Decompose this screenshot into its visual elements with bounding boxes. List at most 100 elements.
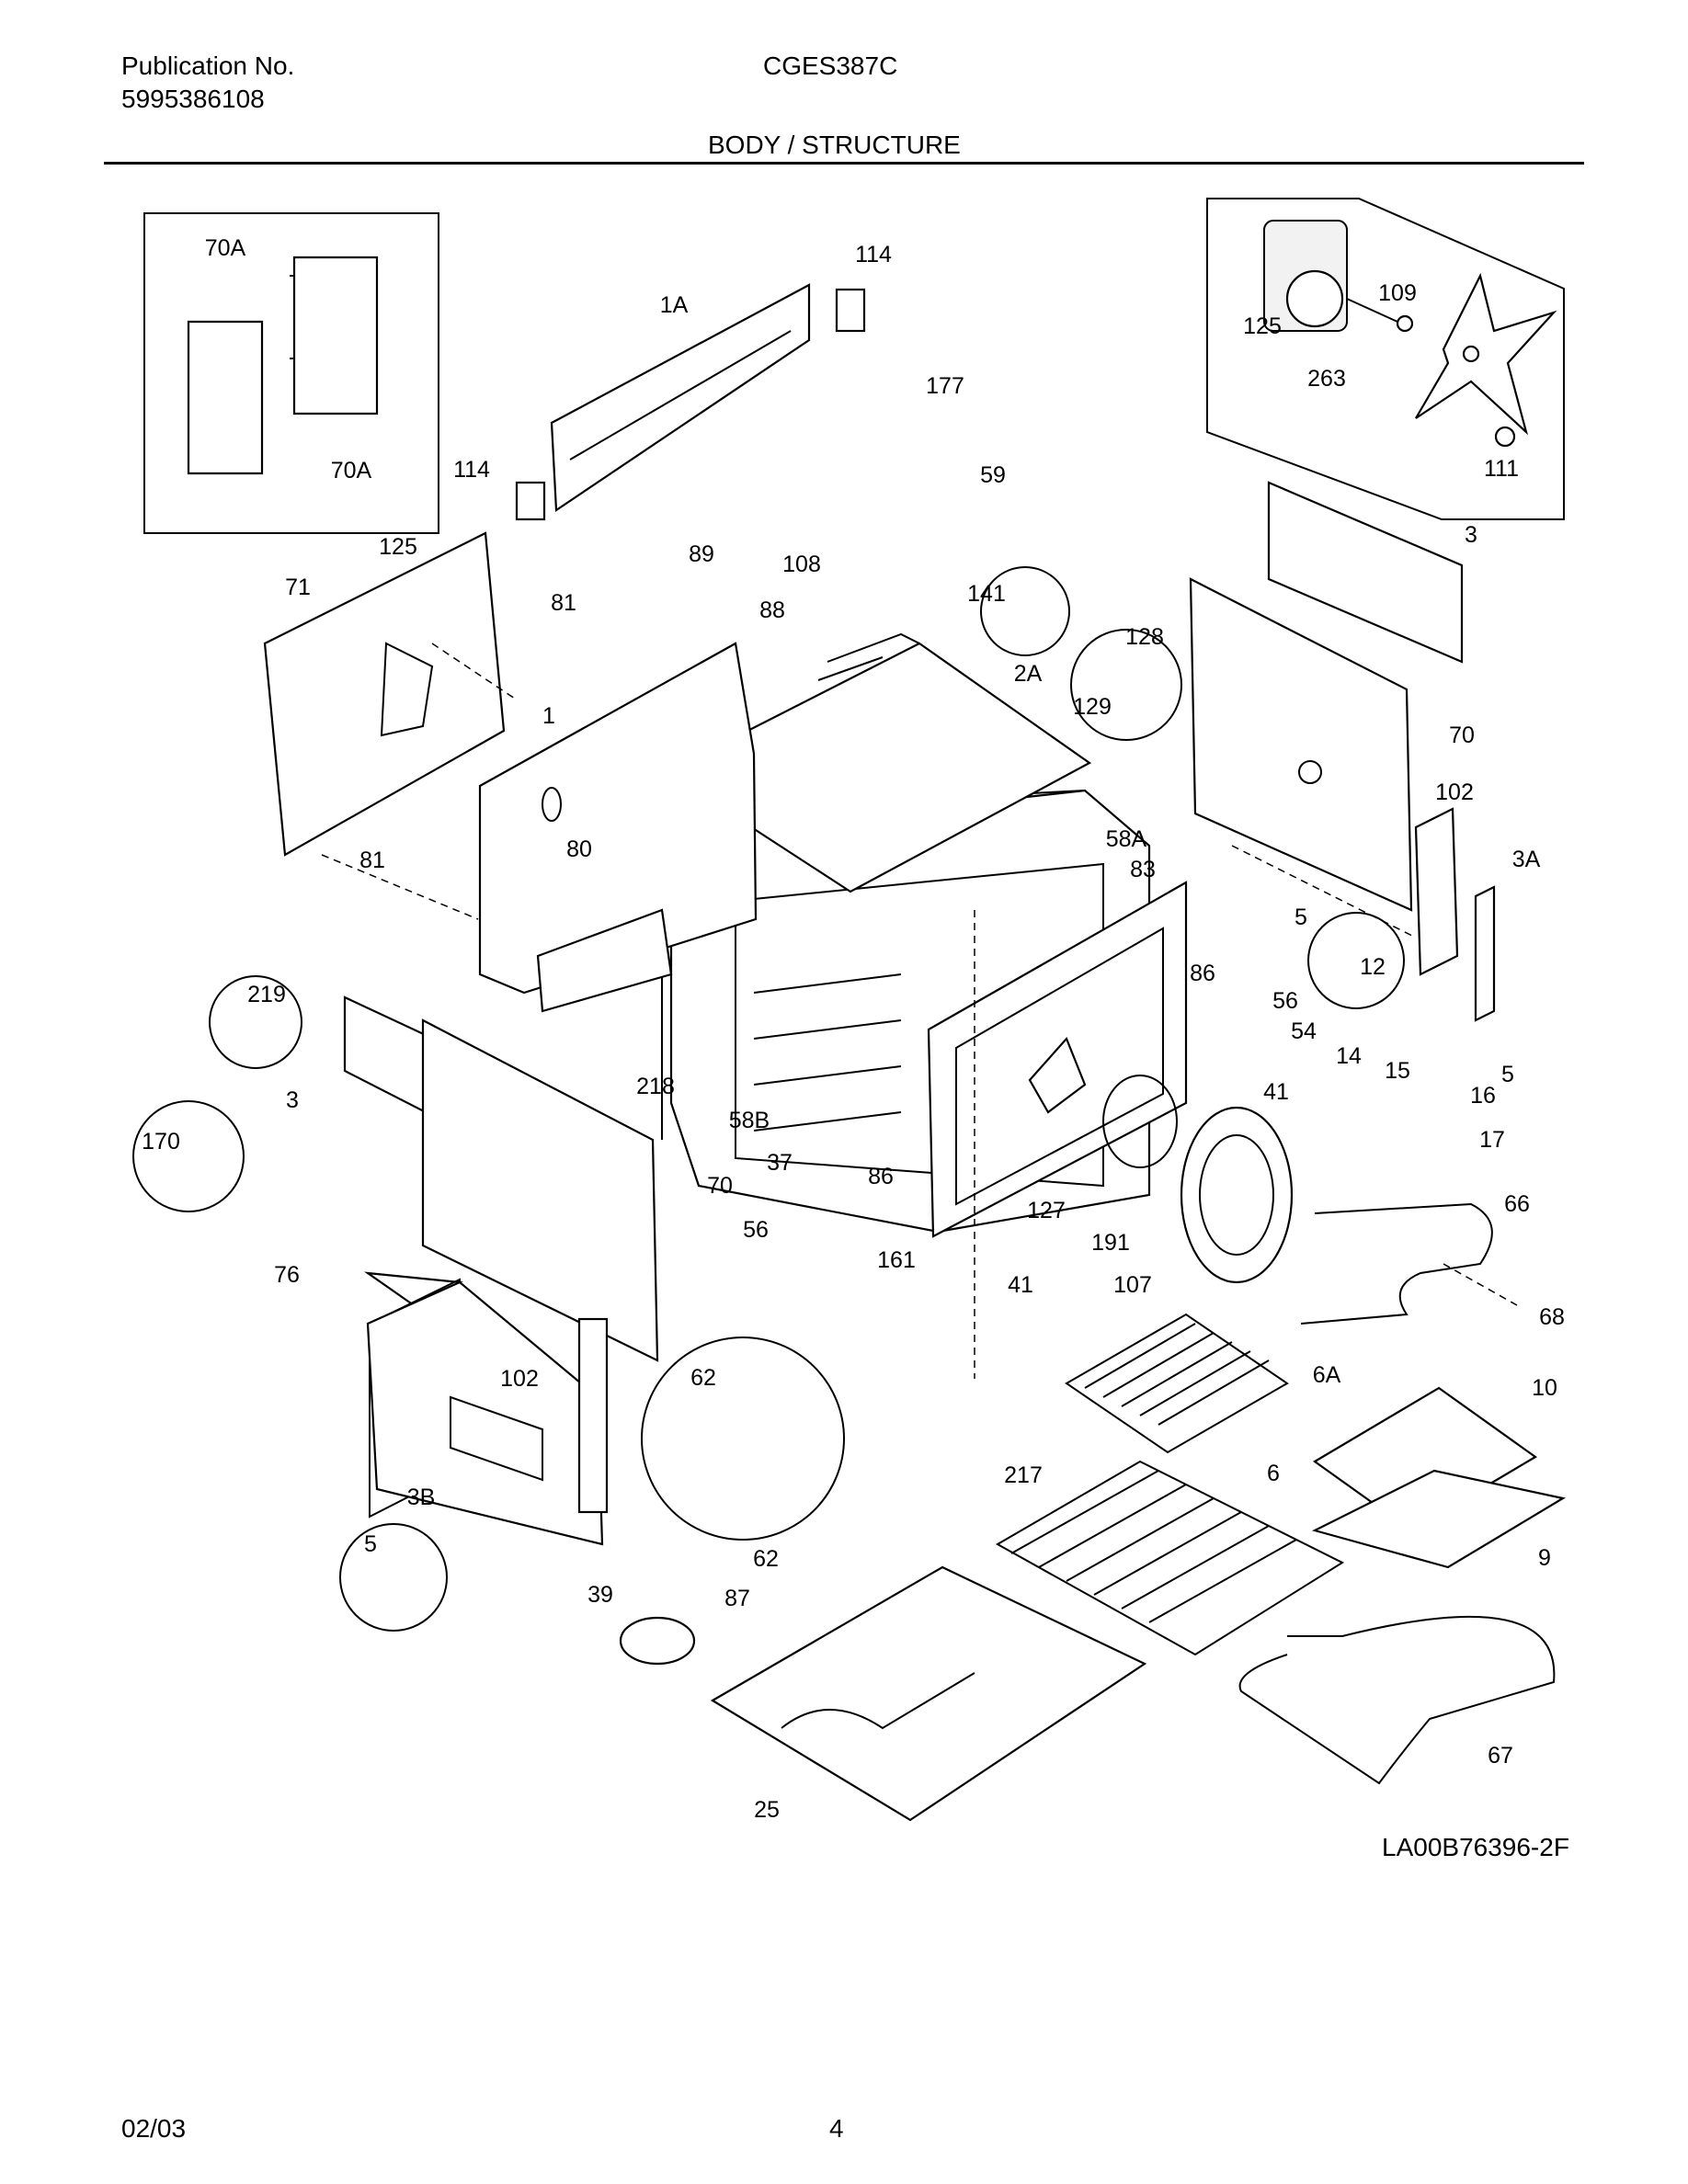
callout-label: 5	[1295, 904, 1307, 930]
callout-label: 3	[286, 1087, 299, 1113]
callout-label: 88	[759, 597, 785, 623]
broiler-pan	[1311, 1386, 1566, 1569]
callout-label: 54	[1291, 1018, 1317, 1044]
broil-element	[1300, 1202, 1493, 1325]
inset-box-convection-fan	[1206, 198, 1565, 520]
callout-label: 5	[1501, 1062, 1514, 1087]
convection-element	[1102, 1075, 1178, 1168]
callout-label: 107	[1113, 1272, 1152, 1298]
callout-label: 58A	[1106, 826, 1147, 852]
callout-label: 14	[1336, 1043, 1362, 1069]
callout-label: 217	[1004, 1462, 1043, 1488]
oven-rack-6	[995, 1460, 1345, 1656]
callout-label: 129	[1073, 694, 1112, 720]
callout-label: 218	[636, 1074, 675, 1099]
callout-label: 263	[1307, 366, 1346, 392]
callout-label: 114	[855, 242, 892, 267]
model-number: CGES387C	[763, 51, 898, 80]
callout-label: 109	[1378, 280, 1417, 306]
callout-label: 89	[689, 541, 714, 567]
callout-label: 9	[1538, 1545, 1551, 1571]
callout-label: 108	[782, 552, 821, 577]
lower-front-kick	[366, 1280, 609, 1546]
callout-label: 37	[767, 1150, 793, 1176]
callout-label: 41	[1008, 1272, 1033, 1298]
callout-label: 2A	[1014, 661, 1043, 687]
callout-label: 87	[724, 1586, 750, 1611]
callout-label: 16	[1470, 1083, 1496, 1109]
callout-label: 191	[1091, 1230, 1130, 1256]
callout-label: 125	[379, 534, 417, 560]
callout-label: 68	[1539, 1304, 1565, 1330]
callout-label: 56	[743, 1217, 769, 1243]
bottom-panel	[710, 1565, 1147, 1822]
callout-label: 86	[868, 1164, 894, 1189]
callout-label: 5	[364, 1531, 377, 1557]
callout-label: 114	[453, 457, 490, 483]
callout-label: 25	[754, 1797, 780, 1823]
callout-label: 59	[980, 462, 1006, 488]
callout-label: 66	[1504, 1191, 1530, 1217]
section-title: BODY / STRUCTURE	[708, 131, 961, 159]
top-rear-channel	[515, 283, 866, 521]
callout-label: 102	[1435, 779, 1474, 805]
callout-label: 111	[1484, 456, 1519, 482]
callout-label: 125	[1243, 313, 1282, 339]
callout-label: 58B	[729, 1108, 770, 1133]
callout-label: 3A	[1512, 847, 1541, 872]
callout-label: 3	[1465, 522, 1477, 548]
callout-label: 76	[274, 1262, 300, 1288]
assembly-guides	[321, 643, 1518, 1379]
detail-circles	[132, 566, 1405, 1666]
drawing-code: LA00B76396-2F	[1382, 1833, 1569, 1861]
callout-label: 6	[1267, 1461, 1280, 1486]
left-lower-side	[343, 995, 659, 1519]
oven-rack-6a	[1065, 1313, 1289, 1454]
callout-label: 56	[1272, 988, 1298, 1014]
page-number: 4	[829, 2114, 844, 2143]
callout-label: 83	[1130, 857, 1156, 882]
callout-label: 70A	[205, 235, 246, 261]
fan-cover	[1180, 1106, 1294, 1284]
callout-label: 62	[753, 1546, 779, 1572]
callout-label: 141	[967, 581, 1006, 607]
callout-label: 41	[1263, 1079, 1289, 1105]
footer-date: 02/03	[121, 2114, 187, 2143]
callout-label: 70	[1449, 722, 1475, 748]
callout-label: 102	[500, 1366, 539, 1392]
right-side-panel	[1189, 481, 1496, 1022]
callout-label: 128	[1125, 624, 1164, 650]
callout-label: 6A	[1313, 1362, 1341, 1388]
header-rule	[104, 162, 1584, 165]
callout-label: 15	[1385, 1058, 1410, 1084]
callout-label: 1A	[660, 292, 689, 318]
callout-label: 1	[542, 703, 555, 729]
callout-label: 161	[877, 1247, 916, 1273]
publication-number: 5995386108	[121, 85, 265, 113]
top-panel	[664, 632, 1092, 893]
callout-label: 219	[247, 982, 286, 1007]
callout-label: 3B	[407, 1484, 436, 1510]
bake-element	[1238, 1615, 1556, 1785]
front-frame	[927, 881, 1188, 1238]
callout-label: 39	[587, 1582, 613, 1608]
callout-label: 81	[551, 590, 576, 616]
callout-label: 70A	[331, 458, 372, 483]
left-side-panel	[478, 642, 758, 1013]
callout-label: 10	[1532, 1375, 1557, 1401]
callout-label: 67	[1488, 1743, 1513, 1769]
callout-label: 127	[1027, 1198, 1066, 1223]
inset-box-side-panels	[143, 212, 439, 534]
rear-panel	[263, 531, 506, 857]
callout-label: 62	[690, 1365, 716, 1391]
callout-label: 71	[285, 574, 311, 600]
callout-label: 170	[142, 1129, 180, 1155]
callout-label: 12	[1360, 954, 1386, 980]
callout-label: 80	[566, 836, 592, 862]
callout-label: 81	[359, 847, 385, 873]
callout-label: 86	[1190, 961, 1215, 986]
callout-label: 177	[926, 373, 964, 399]
callout-label: 70	[707, 1173, 733, 1199]
